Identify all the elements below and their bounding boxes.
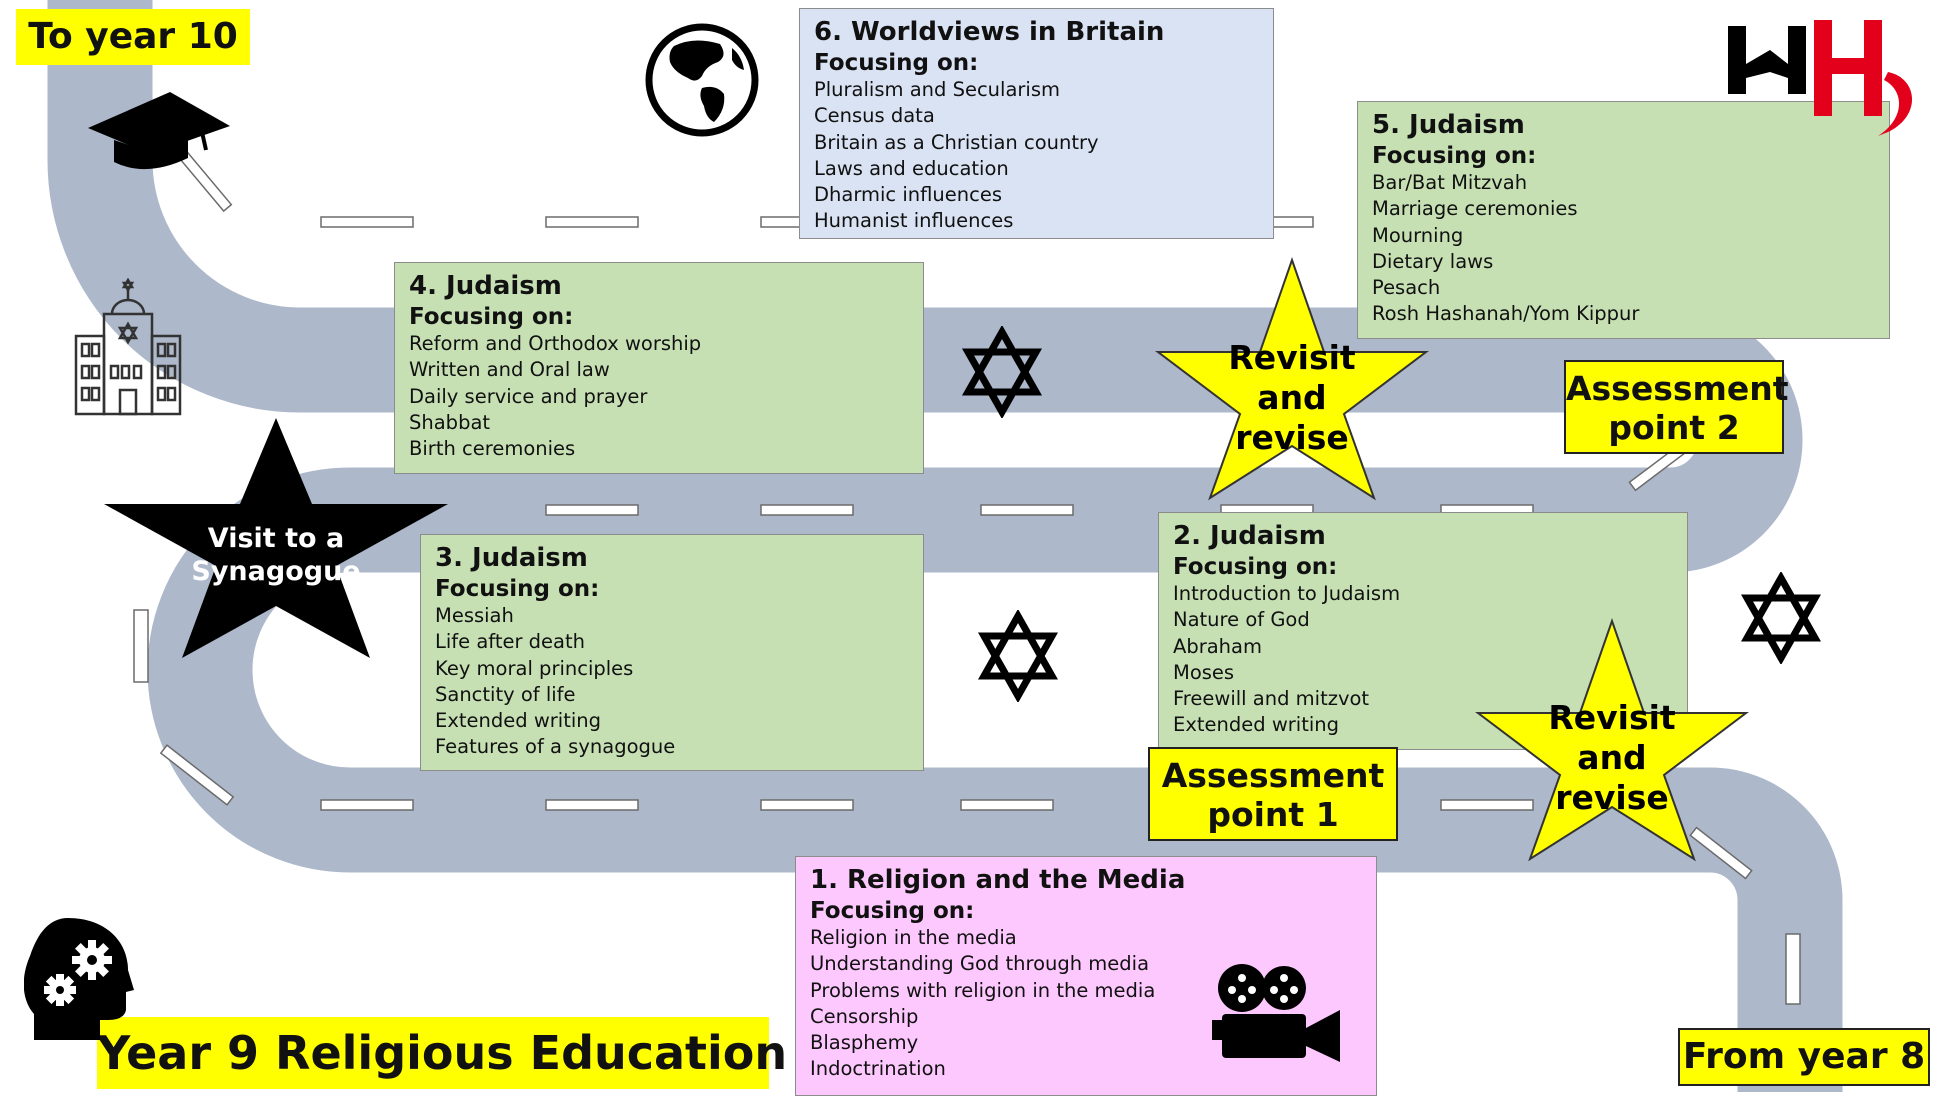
- visit-line: Visit to a: [207, 523, 345, 554]
- unit-topic: Blasphemy: [810, 1031, 919, 1055]
- unit-topic: Bar/Bat Mitzvah: [1372, 171, 1528, 194]
- visit-star: [104, 418, 448, 658]
- unit-topic: Pesach: [1372, 276, 1441, 300]
- unit-topic: Sanctity of life: [435, 682, 576, 706]
- unit-topic: Shabbat: [409, 410, 491, 434]
- unit-topic: Nature of God: [1173, 608, 1310, 632]
- unit-topic: Freewill and mitzvot: [1173, 687, 1370, 711]
- star-of-david-icon: [1741, 572, 1821, 664]
- from-year-label: From year 8: [1678, 1028, 1930, 1086]
- unit-topic: Birth ceremonies: [409, 437, 576, 461]
- unit-title: 5. Judaism: [1372, 110, 1525, 140]
- unit-topic: Written and Oral law: [409, 358, 610, 382]
- unit-topic: Messiah: [435, 604, 514, 627]
- assessment-label-line: point 1: [1207, 795, 1339, 834]
- unit-title: 6. Worldviews in Britain: [814, 17, 1165, 47]
- unit-box-3: 3. Judaism Focusing on: Messiah Life aft…: [420, 534, 924, 771]
- revisit-star-2-text: Revisit and revise: [1472, 698, 1752, 818]
- school-logo-icon: [1728, 20, 1913, 136]
- unit-title: 4. Judaism: [409, 271, 562, 301]
- unit-topic: Extended writing: [435, 709, 601, 733]
- unit-topic: Pluralism and Secularism: [814, 78, 1060, 101]
- revisit-line: Revisit: [1548, 698, 1676, 737]
- unit-topic-list: Messiah Life after death Key moral princ…: [435, 603, 909, 761]
- unit-topic: Censorship: [810, 1004, 919, 1028]
- unit-topic-list: Religion in the media Understanding God …: [810, 925, 1362, 1083]
- unit-topic: Indoctrination: [810, 1057, 946, 1081]
- unit-topic: Features of a synagogue: [435, 735, 676, 759]
- assessment-point-2: Assessment point 2: [1564, 360, 1789, 454]
- unit-focus-label: Focusing on:: [409, 304, 574, 330]
- unit-focus-label: Focusing on:: [814, 50, 979, 76]
- unit-topic: Extended writing: [1173, 713, 1339, 737]
- assessment-point-1: Assessment point 1: [1148, 747, 1398, 841]
- revisit-star-2: [1475, 617, 1749, 862]
- globe-icon: [645, 23, 759, 137]
- unit-topic: Dietary laws: [1372, 249, 1494, 273]
- head-gears-icon: [24, 918, 134, 1040]
- film-camera-icon: [1212, 964, 1340, 1062]
- unit-topic: Census data: [814, 104, 935, 128]
- unit-topic: Dharmic influences: [814, 183, 1002, 207]
- unit-title: 2. Judaism: [1173, 521, 1326, 551]
- graduation-cap-icon: [88, 92, 230, 170]
- revisit-line: and: [1577, 738, 1647, 777]
- unit-topic-list: Pluralism and Secularism Census data Bri…: [814, 77, 1259, 235]
- revisit-line: revise: [1235, 418, 1349, 457]
- unit-topic: Laws and education: [814, 156, 1009, 180]
- revisit-line: Revisit: [1228, 338, 1356, 377]
- star-of-david-icon: [962, 326, 1042, 418]
- page-title: Year 9 Religious Education: [97, 1017, 787, 1089]
- revisit-line: and: [1257, 378, 1327, 417]
- unit-topic: Humanist influences: [814, 209, 1014, 233]
- unit-topic: Mourning: [1372, 223, 1464, 247]
- unit-topic: Religion in the media: [810, 926, 1017, 949]
- unit-title: 3. Judaism: [435, 543, 588, 573]
- unit-box-5: 5. Judaism Focusing on: Bar/Bat Mitzvah …: [1357, 101, 1890, 339]
- unit-topic: Britain as a Christian country: [814, 130, 1099, 154]
- revisit-star-1: [1155, 256, 1429, 501]
- unit-focus-label: Focusing on:: [810, 898, 975, 924]
- synagogue-icon: [74, 278, 182, 416]
- unit-topic: Life after death: [435, 630, 586, 654]
- revisit-star-1-text: Revisit and revise: [1152, 338, 1432, 458]
- unit-box-6: 6. Worldviews in Britain Focusing on: Pl…: [799, 8, 1274, 239]
- unit-topic: Rosh Hashanah/Yom Kippur: [1372, 302, 1640, 326]
- unit-topic-list: Reform and Orthodox worship Written and …: [409, 331, 909, 462]
- unit-box-4: 4. Judaism Focusing on: Reform and Ortho…: [394, 262, 924, 474]
- unit-title: 1. Religion and the Media: [810, 865, 1186, 895]
- unit-topic-list: Introduction to Judaism Nature of God Ab…: [1173, 581, 1673, 739]
- unit-focus-label: Focusing on:: [1173, 554, 1338, 580]
- assessment-label-line: point 2: [1608, 408, 1740, 447]
- unit-topic: Marriage ceremonies: [1372, 197, 1578, 221]
- visit-star-text: Visit to a Synagogue: [100, 522, 452, 588]
- assessment-label-line: Assessment: [1566, 369, 1789, 408]
- unit-topic: Problems with religion in the media: [810, 978, 1156, 1002]
- visit-line: Synagogue: [191, 556, 361, 587]
- revisit-line: revise: [1555, 778, 1669, 817]
- to-year-label: To year 10: [16, 9, 250, 65]
- unit-topic: Moses: [1173, 660, 1235, 684]
- star-of-david-icon: [978, 610, 1058, 702]
- unit-topic: Introduction to Judaism: [1173, 582, 1401, 605]
- assessment-label-line: Assessment: [1161, 756, 1385, 795]
- unit-topic: Daily service and prayer: [409, 384, 648, 408]
- unit-focus-label: Focusing on:: [1372, 143, 1537, 169]
- unit-topic: Key moral principles: [435, 656, 634, 680]
- unit-topic: Understanding God through media: [810, 952, 1150, 976]
- unit-topic: Abraham: [1173, 634, 1262, 658]
- unit-focus-label: Focusing on:: [435, 576, 600, 602]
- unit-topic: Reform and Orthodox worship: [409, 332, 702, 355]
- unit-topic-list: Bar/Bat Mitzvah Marriage ceremonies Mour…: [1372, 170, 1875, 328]
